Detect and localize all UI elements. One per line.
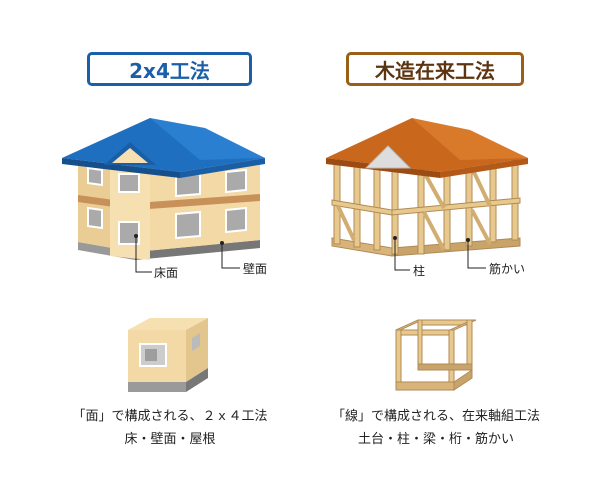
frame-cube-icon bbox=[395, 319, 477, 391]
caption-2x4: 「面」で構成される、２ｘ４工法 床・壁面・屋根 bbox=[40, 405, 300, 451]
label-wall: 壁面 bbox=[243, 262, 268, 276]
house-conventional-illustration bbox=[326, 118, 528, 271]
caption-conventional-line2: 土台・柱・梁・桁・筋かい bbox=[357, 432, 514, 447]
title-2x4: 2x4工法 bbox=[87, 52, 252, 86]
caption-conventional-line1: 「線」で構成される、在来軸組工法 bbox=[331, 409, 540, 424]
caption-2x4-line2: 床・壁面・屋根 bbox=[124, 432, 216, 447]
label-floor: 床面 bbox=[154, 266, 179, 280]
panel-cube-icon bbox=[128, 318, 208, 392]
caption-2x4-line1: 「面」で構成される、２ｘ４工法 bbox=[72, 409, 268, 424]
caption-conventional: 「線」で構成される、在来軸組工法 土台・柱・梁・桁・筋かい bbox=[306, 405, 566, 451]
label-pillar: 柱 bbox=[413, 264, 426, 278]
title-conventional: 木造在来工法 bbox=[346, 52, 524, 86]
label-brace: 筋かい bbox=[489, 262, 526, 276]
house-2x4-illustration bbox=[62, 118, 265, 273]
